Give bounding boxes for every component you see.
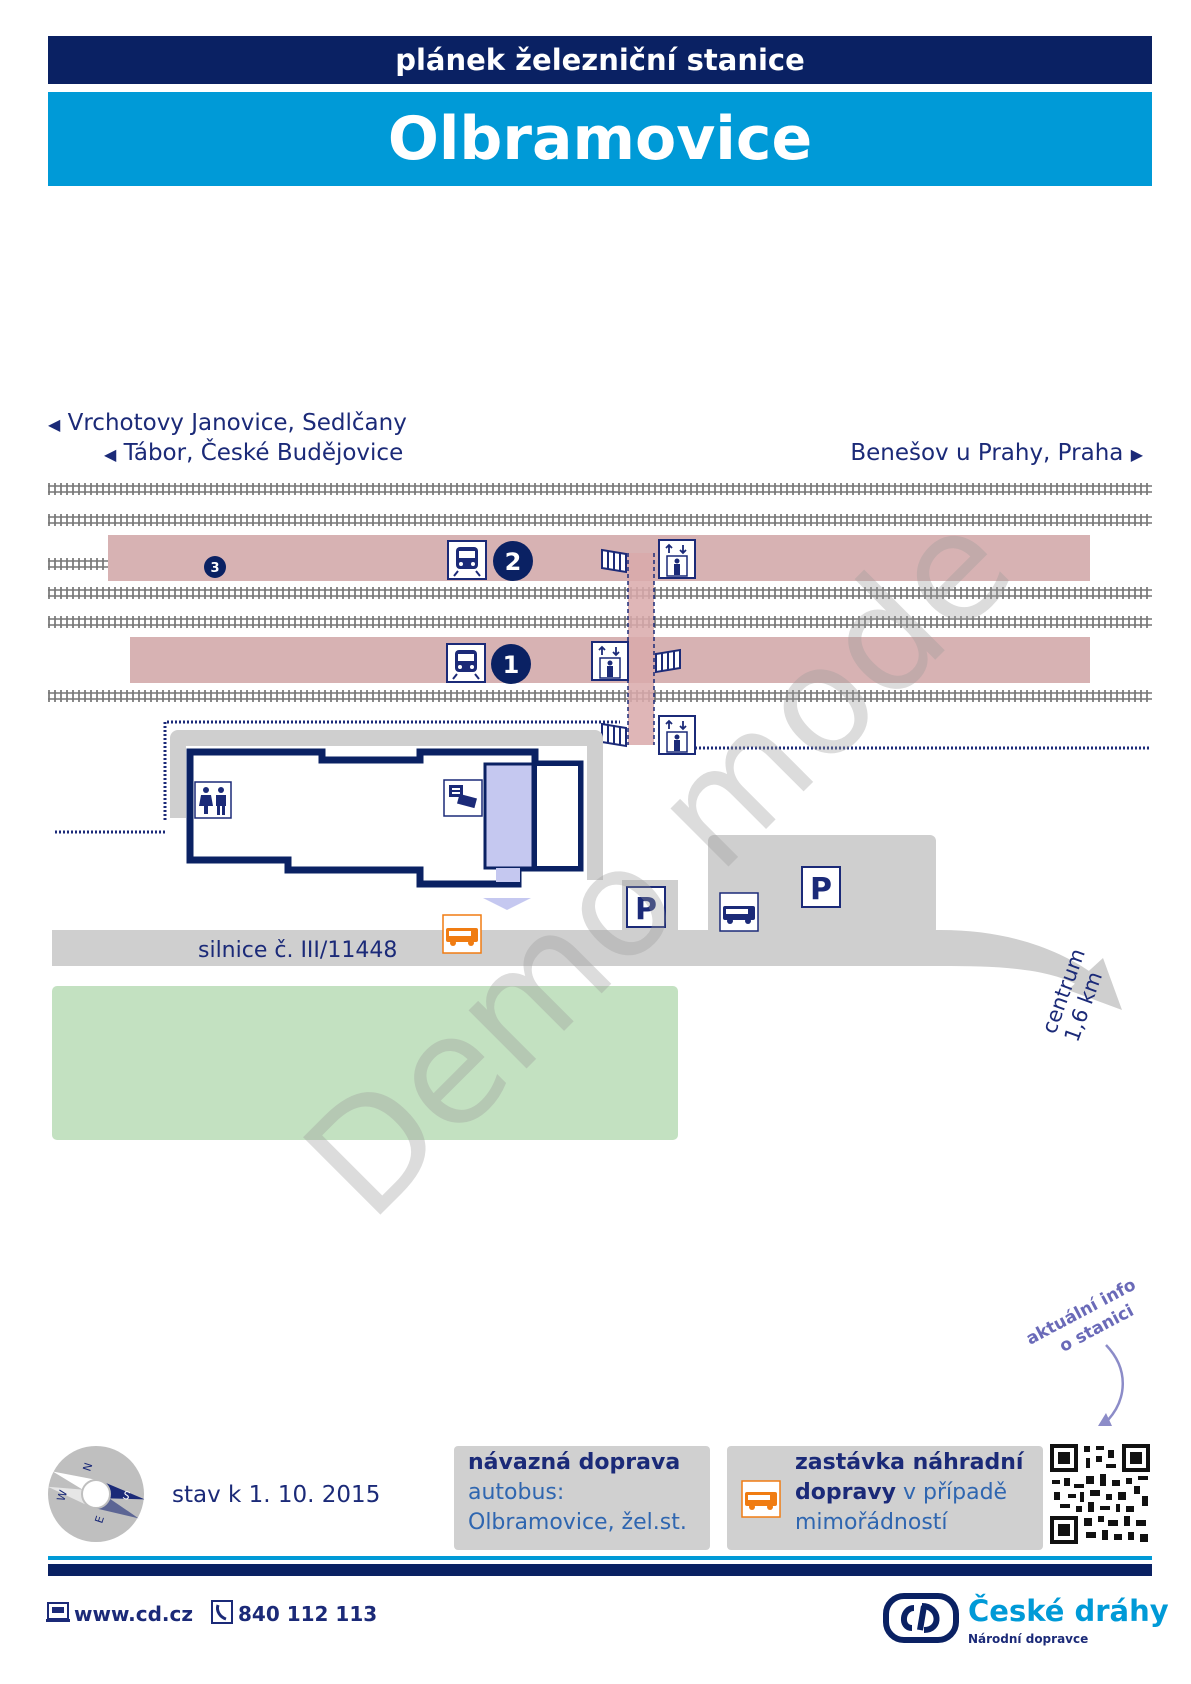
replacement-heading-1: zastávka náhradní (795, 1450, 1024, 1475)
connection-line-1: autobus: (468, 1480, 565, 1505)
station-entrance-hall (483, 762, 535, 870)
track-3-badge: 3 (204, 556, 226, 578)
direction-west-2: ◀ Tábor, České Budějovice (104, 440, 403, 466)
underpass (628, 553, 654, 745)
platform-2-badge: 2 (493, 541, 533, 581)
direction-west-2-label: Tábor, České Budějovice (123, 440, 404, 466)
direction-east-label: Benešov u Prahy, Praha (850, 440, 1124, 466)
track-6 (48, 690, 1152, 702)
header-subtitle: plánek železniční stanice (48, 36, 1152, 84)
platform-1-number: 1 (503, 651, 520, 679)
train-icon (447, 540, 487, 580)
svg-text:P: P (810, 872, 832, 907)
toilet-icon (194, 781, 232, 819)
qr-pointer-arrow (1105, 1344, 1124, 1421)
replacement-bus-icon (741, 1480, 781, 1518)
station-building (186, 748, 584, 888)
replacement-bus-icon (442, 914, 482, 954)
parking-icon: P (801, 866, 841, 908)
stairs-icon (655, 648, 681, 674)
platform-1-badge: 1 (491, 644, 531, 684)
svg-text:E: E (92, 1514, 107, 1525)
track-4 (48, 587, 1152, 599)
replacement-line-3: mimořádností (795, 1510, 948, 1535)
replacement-info-box: zastávka náhradní dopravy v případě mimo… (727, 1446, 1043, 1550)
replacement-line-2: v případě (896, 1480, 1008, 1505)
stairs-icon (601, 548, 627, 574)
direction-west-1-label: Vrchotovy Janovice, Sedlčany (67, 410, 407, 436)
road-label: silnice č. III/11448 (198, 938, 397, 963)
footer-stripe-light (48, 1556, 1152, 1560)
parking-icon: P (626, 886, 666, 928)
stairs-icon (601, 722, 627, 748)
green-area (52, 986, 678, 1140)
brand-name: České dráhy (968, 1594, 1169, 1628)
elevator-icon (658, 715, 696, 755)
arrow-right-icon: ▶ (1130, 445, 1143, 464)
website-link[interactable]: www.cd.cz (74, 1602, 194, 1626)
arrow-left-icon: ◀ (48, 415, 61, 434)
connection-heading: návazná doprava (468, 1450, 681, 1475)
road (52, 930, 1095, 988)
connection-info-box: návazná doprava autobus: Olbramovice, že… (454, 1446, 710, 1550)
platform-2 (108, 535, 1090, 581)
direction-east: Benešov u Prahy, Praha ▶ (850, 440, 1143, 466)
cd-logo-icon (883, 1593, 959, 1643)
svg-text:N: N (80, 1461, 95, 1473)
track-3-number: 3 (210, 561, 219, 576)
compass-icon: N S E W (47, 1446, 145, 1542)
track-5 (48, 616, 1152, 628)
footer-stripe-dark (48, 1564, 1152, 1576)
track-1 (48, 483, 1152, 495)
road-arrow (1068, 958, 1122, 1010)
station-title: Olbramovice (48, 92, 1152, 186)
svg-text:S: S (121, 1488, 132, 1503)
qr-code[interactable] (1050, 1444, 1150, 1544)
phone-number[interactable]: 840 112 113 (238, 1602, 378, 1626)
elevator-icon (591, 641, 629, 681)
entrance-arrow-icon (483, 898, 531, 910)
replacement-heading-2: dopravy (795, 1480, 896, 1505)
brand-subtitle: Národní dopravce (968, 1632, 1089, 1646)
arrow-left-icon: ◀ (104, 445, 117, 464)
track-2 (48, 514, 1152, 526)
svg-text:P: P (635, 892, 657, 927)
fence-line (163, 720, 620, 820)
bus-stop-icon (719, 892, 759, 932)
svg-text:W: W (54, 1488, 70, 1502)
connection-line-2: Olbramovice, žel.st. (468, 1510, 687, 1535)
train-icon (446, 643, 486, 683)
direction-west-1: ◀ Vrchotovy Janovice, Sedlčany (48, 410, 407, 436)
status-date: stav k 1. 10. 2015 (172, 1482, 381, 1508)
ticket-office-icon (443, 779, 483, 817)
computer-icon (46, 1602, 70, 1622)
phone-icon (211, 1600, 233, 1624)
walkway (170, 730, 603, 880)
platform-2-number: 2 (505, 548, 522, 576)
qr-label: aktuální info o stanici (1023, 1275, 1139, 1357)
elevator-icon (658, 539, 696, 579)
